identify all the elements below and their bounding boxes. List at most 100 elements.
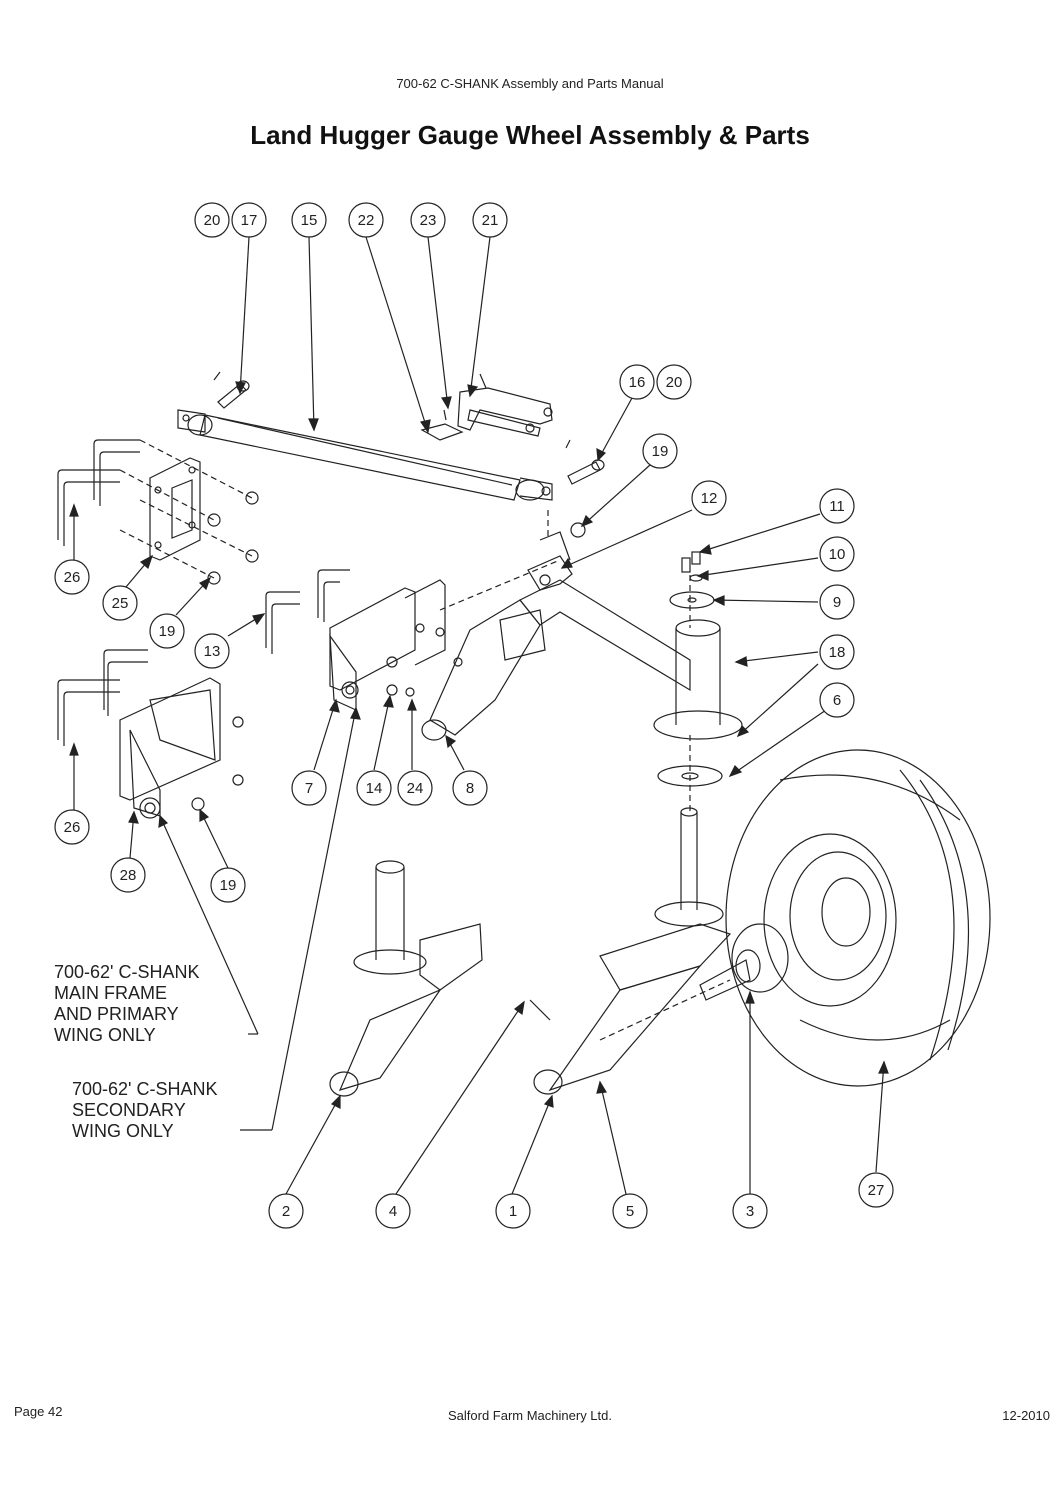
callout-circle: [291, 770, 327, 806]
callout-circle: [642, 433, 678, 469]
callout-19: 19: [149, 613, 185, 649]
callout-circle: [495, 1193, 531, 1229]
callout-number: 8: [466, 780, 474, 797]
callout-number: 4: [389, 1203, 397, 1220]
callout-number: 12: [701, 490, 718, 507]
callout-circle: [149, 613, 185, 649]
callout-13: 13: [194, 633, 230, 669]
arm-weldment-8: [421, 531, 691, 741]
callout-2: 2: [268, 1193, 304, 1229]
revision-date: 12-2010: [1002, 1408, 1050, 1423]
callout-circle: [472, 202, 508, 238]
callout-number: 22: [358, 212, 375, 229]
callout-circle: [819, 584, 855, 620]
callout-3: 3: [732, 1193, 768, 1229]
callout-circle: [291, 202, 327, 238]
callout-circle: [110, 857, 146, 893]
note-main-frame: 700-62' C-SHANK MAIN FRAME AND PRIMARY W…: [54, 962, 200, 1045]
callout-6: 6: [819, 682, 855, 718]
callout-circle: [194, 202, 230, 238]
callout-circle: [619, 364, 655, 400]
callout-10: 10: [819, 536, 855, 572]
callout-number: 17: [241, 212, 258, 229]
callout-circle: [819, 682, 855, 718]
callout-number: 11: [829, 498, 845, 515]
turnbuckle-rod: [177, 409, 553, 501]
callout-number: 21: [482, 212, 499, 229]
arrow-heads: [69, 381, 889, 1109]
callout-21: 21: [472, 202, 508, 238]
callout-5: 5: [612, 1193, 648, 1229]
callout-number: 28: [120, 867, 137, 884]
note-main-line-2: MAIN FRAME: [54, 983, 167, 1003]
note-secondary-line-1: 700-62' C-SHANK: [72, 1079, 218, 1099]
hardware-14-24: [386, 656, 463, 697]
callout-number: 1: [509, 1203, 517, 1220]
callout-19: 19: [642, 433, 678, 469]
callout-number: 19: [159, 623, 176, 640]
callout-16: 16: [619, 364, 655, 400]
callout-circle: [410, 202, 446, 238]
page-number: Page 42: [14, 1404, 63, 1419]
callout-8: 8: [452, 770, 488, 806]
callout-15: 15: [291, 202, 327, 238]
washer-9: [669, 591, 715, 609]
u-bolts-bottom: [57, 649, 148, 746]
callout-number: 27: [868, 1182, 885, 1199]
callout-19: 19: [210, 867, 246, 903]
callout-11: 11: [819, 488, 855, 524]
callout-circle: [54, 809, 90, 845]
callout-circle: [819, 634, 855, 670]
note-main-line-3: AND PRIMARY: [54, 1004, 179, 1024]
callout-14: 14: [356, 770, 392, 806]
callout-4: 4: [375, 1193, 411, 1229]
callout-number: 24: [407, 780, 424, 797]
callout-circle: [691, 480, 727, 516]
plate-25: [149, 457, 201, 561]
callout-23: 23: [410, 202, 446, 238]
pin-17: [213, 371, 250, 409]
callout-7: 7: [291, 770, 327, 806]
callout-number: 14: [366, 780, 383, 797]
callout-number: 25: [112, 595, 129, 612]
callout-number: 20: [666, 374, 683, 391]
diagram-drawing: [57, 236, 991, 1195]
callout-number: 6: [833, 692, 841, 709]
callout-number: 20: [204, 212, 221, 229]
callout-number: 18: [829, 644, 846, 661]
callout-number: 13: [204, 643, 221, 660]
callout-circle: [452, 770, 488, 806]
u-bolts-top: [57, 439, 140, 546]
callout-number: 9: [833, 594, 841, 611]
nuts-19: [191, 491, 586, 811]
callout-circle: [397, 770, 433, 806]
callout-number: 26: [64, 819, 81, 836]
callout-circle: [732, 1193, 768, 1229]
note-secondary-line-2: SECONDARY: [72, 1100, 186, 1120]
callout-circle: [375, 1193, 411, 1229]
callout-circle: [231, 202, 267, 238]
manual-header: 700-62 C-SHANK Assembly and Parts Manual: [396, 76, 664, 91]
callout-24: 24: [397, 770, 433, 806]
callout-number: 10: [829, 546, 846, 563]
callout-number: 5: [626, 1203, 634, 1220]
link-21: [457, 373, 553, 437]
callout-number: 19: [220, 877, 237, 894]
note-main-line-4: WING ONLY: [54, 1025, 156, 1045]
callout-circle: [102, 585, 138, 621]
callout-circle: [819, 536, 855, 572]
callout-number: 16: [629, 374, 646, 391]
bracket-28: [119, 677, 244, 819]
callout-circle: [210, 867, 246, 903]
callout-number: 26: [64, 569, 81, 586]
note-main-line-1: 700-62' C-SHANK: [54, 962, 200, 982]
callout-28: 28: [110, 857, 146, 893]
callout-26: 26: [54, 809, 90, 845]
callout-number: 2: [282, 1203, 290, 1220]
spindle-1: [529, 807, 732, 1095]
callout-circle: [268, 1193, 304, 1229]
callout-circle: [858, 1172, 894, 1208]
callout-circle: [54, 559, 90, 595]
